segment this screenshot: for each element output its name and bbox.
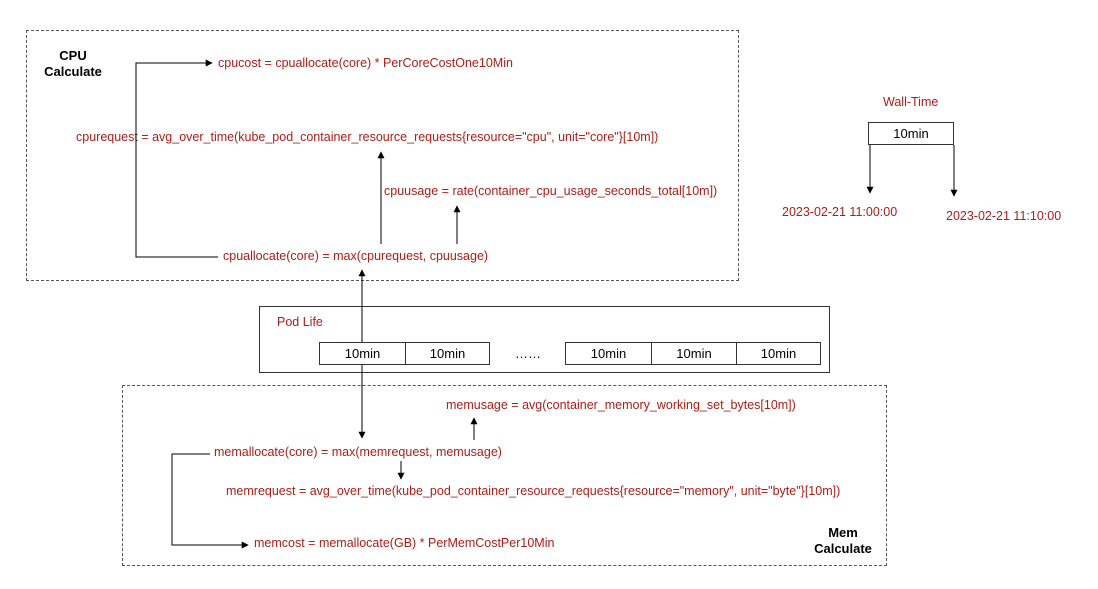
memcost-formula: memcost = memallocate(GB) * PerMemCostPe…	[254, 536, 555, 550]
pod-life-cell: 10min	[566, 343, 652, 364]
pod-life-cell: 10min	[652, 343, 737, 364]
pod-life-ellipsis: ……	[515, 346, 541, 361]
pod-life-box	[259, 306, 830, 373]
pod-life-cells-right: 10min 10min 10min	[565, 342, 821, 365]
mem-calculate-box	[122, 385, 887, 566]
cpurequest-formula: cpurequest = avg_over_time(kube_pod_cont…	[76, 130, 659, 144]
pod-life-cell: 10min	[320, 343, 406, 364]
wall-time-interval-label: 10min	[893, 126, 929, 141]
cpuusage-formula: cpuusage = rate(container_cpu_usage_seco…	[384, 184, 718, 198]
wall-time-title: Wall-Time	[883, 95, 939, 109]
cpuallocate-formula: cpuallocate(core) = max(cpurequest, cpuu…	[223, 249, 489, 263]
wall-time-end: 2023-02-21 11:10:00	[946, 209, 1062, 223]
wall-time-start: 2023-02-21 11:00:00	[782, 205, 898, 219]
pod-life-cell: 10min	[429, 346, 466, 361]
pod-life-cells-left: 10min 10min	[319, 342, 490, 365]
pod-life-title: Pod Life	[277, 315, 323, 329]
cpucost-formula: cpucost = cpuallocate(core) * PerCoreCos…	[218, 56, 513, 70]
memallocate-to-memcost-arrow	[171, 453, 249, 549]
mem-calculate-title: Mem Calculate	[814, 525, 872, 556]
memrequest-formula: memrequest = avg_over_time(kube_pod_cont…	[226, 484, 841, 498]
pod-life-cell: 10min	[760, 346, 797, 361]
memusage-formula: memusage = avg(container_memory_working_…	[446, 398, 796, 412]
cpu-calculate-box	[26, 30, 739, 281]
cpu-calculate-title: CPU Calculate	[44, 48, 102, 79]
wall-time-interval-box: 10min	[868, 122, 954, 145]
cpuallocate-to-cpucost-arrow	[135, 59, 218, 258]
memallocate-formula: memallocate(core) = max(memrequest, memu…	[214, 445, 502, 459]
